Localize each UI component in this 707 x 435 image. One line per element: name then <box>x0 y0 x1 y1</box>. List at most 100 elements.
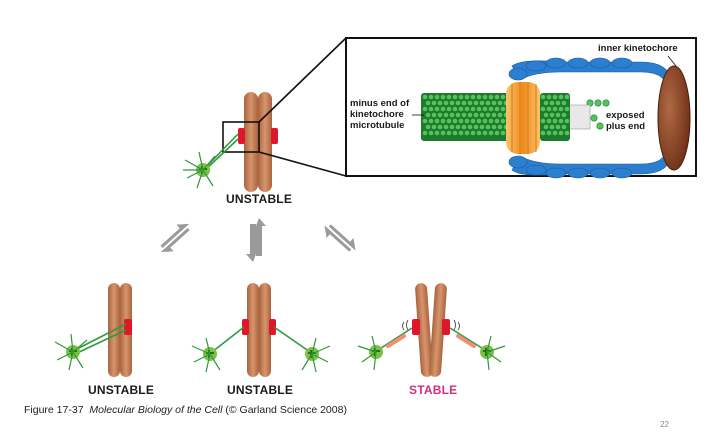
inner-kinetochore-label: inner kinetochore <box>598 43 678 54</box>
tubulin-dimer <box>422 118 428 124</box>
tubulin-dimer <box>561 100 567 106</box>
tubulin-dimer <box>434 118 440 124</box>
tubulin-dimer <box>428 130 434 136</box>
tubulin-dimer <box>488 118 494 124</box>
tubulin-dimer <box>494 130 500 136</box>
tubulin-dimer <box>491 100 497 106</box>
zoom-line-top <box>258 37 347 123</box>
minus-end-line-2: kinetochore <box>350 109 404 120</box>
tubulin-dimer <box>558 130 564 136</box>
tubulin-dimer <box>467 112 473 118</box>
tubulin-dimer <box>428 118 434 124</box>
tubulin-dimer <box>540 94 546 100</box>
tubulin-dimer <box>452 94 458 100</box>
bottom-left-state-label: UNSTABLE <box>88 383 155 397</box>
tubulin-dimer <box>558 118 564 124</box>
tubulin-dimer <box>458 118 464 124</box>
tubulin-dimer <box>467 124 473 130</box>
tubulin-dimer <box>479 124 485 130</box>
arrow-right-pair <box>324 224 356 252</box>
tubulin-dimer <box>482 130 488 136</box>
tubulin-dimer <box>558 106 564 112</box>
tubulin-dimer <box>485 124 491 130</box>
tubulin-dimer <box>543 100 549 106</box>
top-chromosome-group <box>183 37 347 192</box>
arrow-mid-pair <box>246 218 266 262</box>
tubulin-dimer <box>491 124 497 130</box>
bottom-mid-chromosome-group <box>191 283 331 377</box>
tubulin-dimer <box>449 124 455 130</box>
bottom-mid-state-label: UNSTABLE <box>227 383 294 397</box>
tubulin-dimer <box>540 118 546 124</box>
tubulin-dimer <box>549 100 555 106</box>
tubulin-dimer <box>500 130 506 136</box>
tubulin-dimer <box>479 100 485 106</box>
tubulin-dimer <box>431 112 437 118</box>
tubulin-dimer <box>470 94 476 100</box>
top-state-label: UNSTABLE <box>226 192 293 206</box>
tubulin-dimer <box>434 130 440 136</box>
tubulin-dimer <box>446 118 452 124</box>
tubulin-dimer <box>561 112 567 118</box>
tubulin-dimer <box>552 118 558 124</box>
tubulin-dimer <box>546 118 552 124</box>
tubulin-dimer <box>443 100 449 106</box>
bottom-right-chromosome-group <box>357 283 506 377</box>
tubulin-dimer <box>467 100 473 106</box>
tubulin-dimer <box>455 112 461 118</box>
tubulin-dimer <box>482 94 488 100</box>
tubulin-dimer <box>440 130 446 136</box>
tubulin-dimer <box>452 118 458 124</box>
tubulin-dimer <box>488 94 494 100</box>
tubulin-dimer <box>482 106 488 112</box>
inset-ndc80-fibrils <box>508 57 669 179</box>
plus-end-line-2: plus end <box>606 121 646 132</box>
tubulin-dimer <box>479 112 485 118</box>
tubulin-dimer <box>552 130 558 136</box>
tubulin-dimer <box>555 124 561 130</box>
tubulin-dimer <box>476 118 482 124</box>
tubulin-dimer <box>464 118 470 124</box>
tubulin-dimer <box>470 118 476 124</box>
tubulin-dimer <box>470 130 476 136</box>
tubulin-dimer <box>494 106 500 112</box>
tubulin-dimer <box>491 112 497 118</box>
tubulin-dimer <box>437 112 443 118</box>
tubulin-dimer <box>473 100 479 106</box>
zoom-line-bottom <box>258 151 347 177</box>
tubulin-dimer <box>564 94 570 100</box>
tubulin-dimer <box>422 94 428 100</box>
tubulin-dimer <box>440 118 446 124</box>
tubulin-dimer <box>549 124 555 130</box>
inset-inner-kinetochore-plate <box>657 65 691 171</box>
tubulin-dimer <box>440 106 446 112</box>
inner-kinetochore-pointer <box>667 55 677 67</box>
publisher: (© Garland Science 2008) <box>225 404 347 416</box>
tubulin-dimer <box>455 124 461 130</box>
inset-panel <box>345 37 697 179</box>
tubulin-dimer <box>555 112 561 118</box>
top-kinetochore-right <box>271 128 278 144</box>
tubulin-dimer <box>564 118 570 124</box>
tubulin-dimer <box>555 100 561 106</box>
tubulin-dimer <box>485 112 491 118</box>
top-chromatid-right <box>258 92 272 192</box>
tubulin-dimer <box>428 106 434 112</box>
tubulin-dimer <box>546 130 552 136</box>
tubulin-dimer <box>458 130 464 136</box>
tubulin-dimer <box>458 94 464 100</box>
tubulin-dimer <box>461 112 467 118</box>
page-number: 22 <box>660 420 669 429</box>
tubulin-dimer <box>449 112 455 118</box>
tubulin-dimer <box>446 94 452 100</box>
tubulin-dimer <box>476 130 482 136</box>
inset-dam1-ring <box>506 82 540 154</box>
equilibrium-arrows <box>160 218 356 262</box>
top-microtubule-1 <box>204 133 239 169</box>
tubulin-dimer <box>540 106 546 112</box>
tubulin-dimer <box>561 124 567 130</box>
inset-microtubule <box>421 93 511 141</box>
tubulin-dimer <box>494 94 500 100</box>
arrow-left-pair <box>160 223 190 253</box>
tubulin-dimer <box>476 106 482 112</box>
